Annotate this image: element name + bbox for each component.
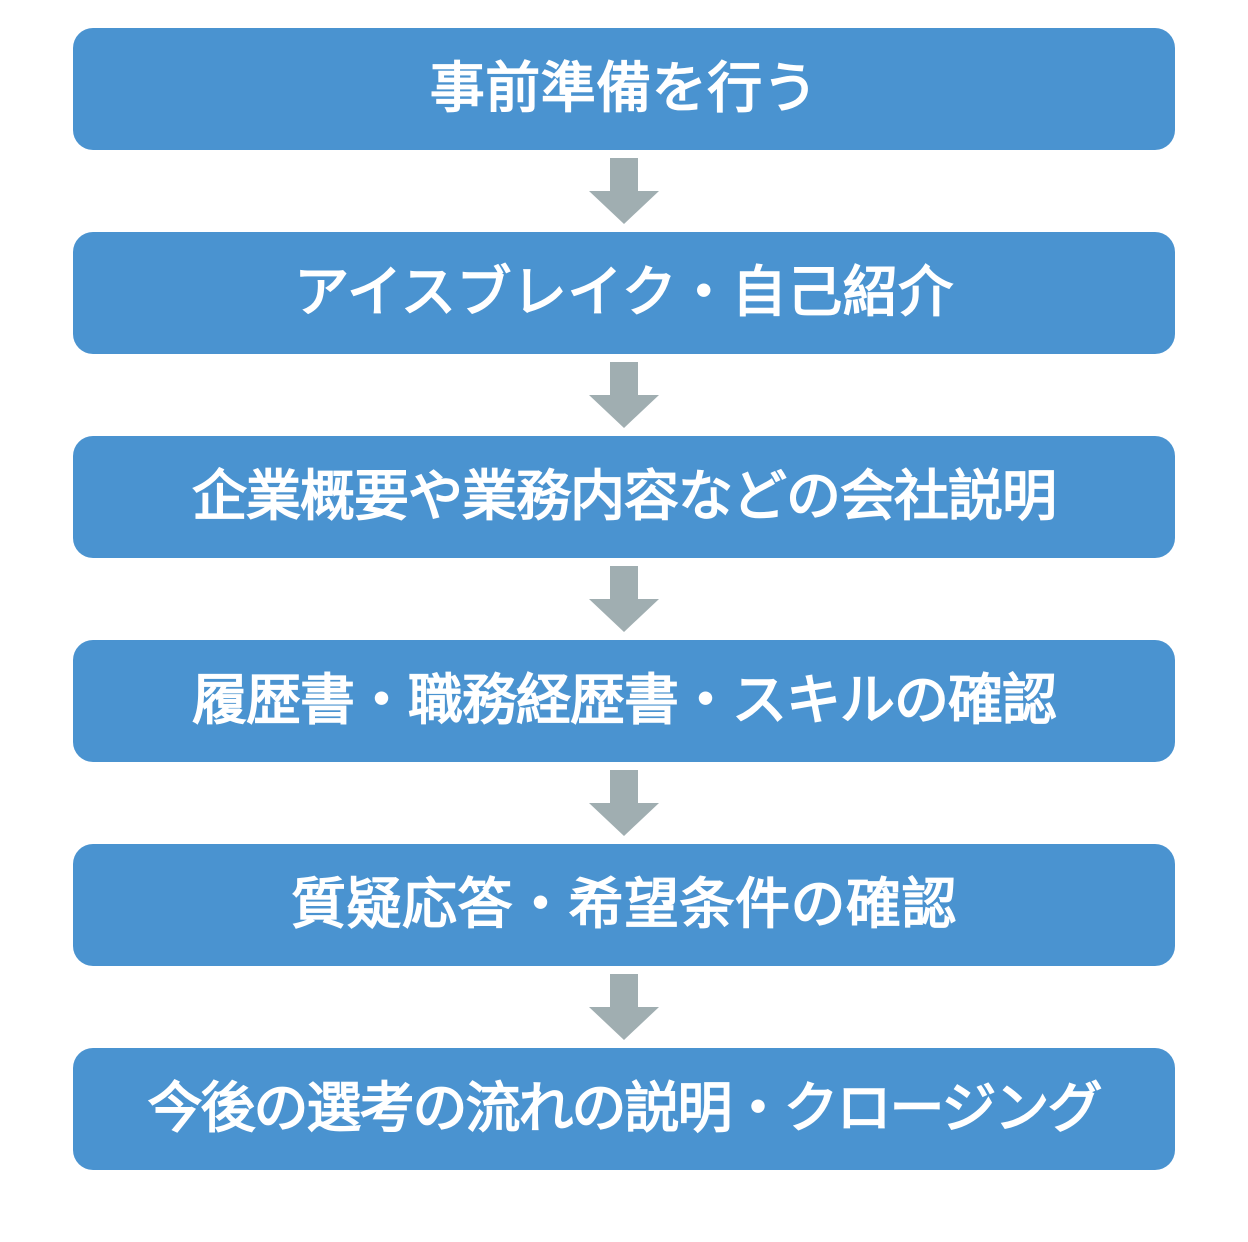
flow-connector-5 (588, 966, 660, 1048)
down-arrow-icon (589, 770, 659, 836)
flow-connector-1 (588, 150, 660, 232)
down-arrow-icon (589, 566, 659, 632)
flow-connector-2 (588, 354, 660, 436)
flow-connector-3 (588, 558, 660, 640)
down-arrow-icon (589, 362, 659, 428)
flow-step-2-label: アイスブレイク・自己紹介 (294, 260, 954, 325)
flow-step-5-label: 質疑応答・希望条件の確認 (290, 872, 957, 937)
flow-connector-4 (588, 762, 660, 844)
flow-step-4-label: 履歴書・職務経歴書・スキルの確認 (191, 668, 1057, 733)
flow-step-1[interactable]: 事前準備を行う (73, 28, 1175, 150)
down-arrow-icon (589, 158, 659, 224)
flow-step-1-label: 事前準備を行う (429, 56, 819, 121)
flow-step-3[interactable]: 企業概要や業務内容などの会社説明 (73, 436, 1175, 558)
down-arrow-icon (589, 974, 659, 1040)
flow-step-6-label: 今後の選考の流れの説明・クロージング (147, 1076, 1103, 1141)
flow-step-2[interactable]: アイスブレイク・自己紹介 (73, 232, 1175, 354)
flow-step-5[interactable]: 質疑応答・希望条件の確認 (73, 844, 1175, 966)
flow-step-6[interactable]: 今後の選考の流れの説明・クロージング (73, 1048, 1175, 1170)
flow-step-3-label: 企業概要や業務内容などの会社説明 (191, 464, 1057, 529)
flow-step-4[interactable]: 履歴書・職務経歴書・スキルの確認 (73, 640, 1175, 762)
